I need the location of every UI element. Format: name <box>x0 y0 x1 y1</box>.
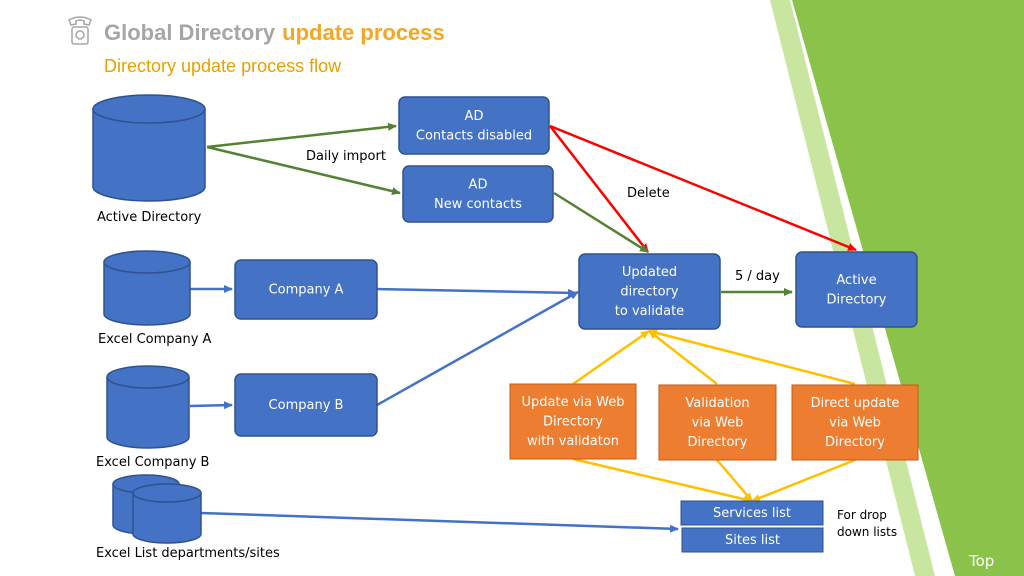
edge-direct-to-services <box>751 458 856 503</box>
edge-label-delete: Delete <box>627 186 670 201</box>
node-updated-directory: Updated directory to validate <box>578 253 721 330</box>
node-label-line: Updated <box>622 265 677 280</box>
node-company-b: Company B <box>234 373 378 437</box>
node-label-line: Directory <box>825 435 885 450</box>
note-for-drop-line2: down lists <box>837 525 897 539</box>
node-services-list: Services list <box>680 500 824 526</box>
edge-disabled-to-active <box>549 124 857 252</box>
node-label-line: Active <box>836 272 876 287</box>
node-label-line: Direct update <box>811 396 900 411</box>
node-label-line: Directory <box>543 414 603 429</box>
svg-text:Services list: Services list <box>713 506 791 521</box>
label-active-directory: Active Directory <box>97 210 202 225</box>
node-label-line: Contacts disabled <box>416 128 532 143</box>
edge-ad-to-new <box>206 145 401 196</box>
node-label-line: Directory <box>688 435 748 450</box>
label-excel-company-a: Excel Company A <box>98 332 212 347</box>
node-label-line: with validaton <box>527 434 619 449</box>
edge-new-to-updated <box>553 191 649 254</box>
edge-excel-b-to-company-b <box>189 401 233 410</box>
node-label-line: directory <box>620 284 678 299</box>
label-excel-list: Excel List departments/sites <box>96 546 280 561</box>
svg-text:Company B: Company B <box>269 398 344 413</box>
node-label-line: Company B <box>269 398 344 413</box>
node-label-line: Company A <box>269 282 344 297</box>
database-icon-active-directory <box>92 94 206 202</box>
title-gray: Global Directory <box>104 20 276 45</box>
node-label-line: New contacts <box>434 196 522 211</box>
node-label-line: via Web <box>692 415 744 430</box>
database-icon-excel-list-front <box>132 483 202 544</box>
edge-direct-to-updated <box>648 329 856 386</box>
node-label-line: Directory <box>827 292 887 307</box>
node-sites-list: Sites list <box>681 527 824 553</box>
edge-updateweb-to-services <box>572 457 753 504</box>
edge-validation-to-services <box>716 459 753 502</box>
title-orange: update process <box>282 20 445 45</box>
edge-excel-list-to-services <box>200 511 679 533</box>
page-subtitle: Directory update process flow <box>104 56 342 76</box>
node-label-line: to validate <box>615 304 684 319</box>
label-excel-company-b: Excel Company B <box>96 455 209 470</box>
node-label-line: AD <box>469 177 488 192</box>
top-link[interactable]: Top <box>968 552 994 570</box>
node-ad-contacts-disabled: AD Contacts disabled <box>398 96 550 155</box>
edge-label-five-per-day: 5 / day <box>735 269 780 284</box>
edge-label-daily-import: Daily import <box>306 149 386 164</box>
edge-company-b-to-updated <box>376 290 579 407</box>
database-icon-excel-company-b <box>106 365 190 449</box>
node-label-line: via Web <box>829 415 881 430</box>
edge-validation-to-updated <box>648 330 718 385</box>
node-company-a: Company A <box>234 259 378 320</box>
edge-company-a-to-updated <box>376 287 577 297</box>
edge-ad-to-disabled <box>206 122 397 149</box>
node-ad-new-contacts: AD New contacts <box>402 165 554 223</box>
database-icon-excel-company-a <box>103 250 191 326</box>
node-label-line: Services list <box>713 506 791 521</box>
node-label-line: Validation <box>685 396 749 411</box>
node-label-line: Update via Web <box>522 395 625 410</box>
svg-text:Sites list: Sites list <box>725 533 780 548</box>
svg-text:Company A: Company A <box>269 282 344 297</box>
edge-updateweb-to-updated <box>572 329 650 386</box>
edges <box>189 122 857 533</box>
telephone-icon <box>68 16 92 45</box>
node-label-line: Sites list <box>725 533 780 548</box>
note-for-drop-line1: For drop <box>837 508 887 522</box>
edge-disabled-to-updated <box>549 125 649 253</box>
node-label-line: AD <box>465 108 484 123</box>
